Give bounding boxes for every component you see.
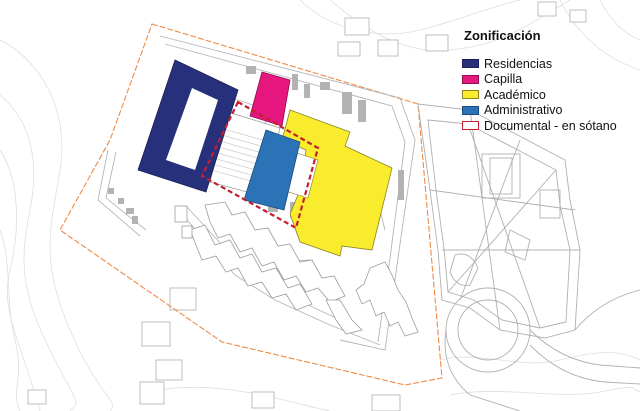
- legend-item-administrativo: Administrativo: [462, 103, 637, 119]
- legend-item-documental: Documental - en sótano: [462, 118, 637, 134]
- road-roundabout: [444, 287, 640, 411]
- legend-label: Documental - en sótano: [484, 118, 617, 133]
- zone-administrativo: [243, 129, 301, 211]
- legend-swatch-documental: [462, 121, 479, 131]
- legend-swatch-administrativo: [462, 105, 479, 115]
- legend-label: Académico: [484, 87, 546, 102]
- zoning-legend: Zonificación Residencias Capilla Académi…: [462, 28, 637, 134]
- legend-label: Capilla: [484, 72, 523, 87]
- site-boundary: [59, 23, 443, 386]
- zone-capilla: [249, 71, 291, 127]
- legend-swatch-academico: [462, 90, 479, 100]
- legend-title: Zonificación: [464, 28, 541, 43]
- terraced-wings: [174, 201, 419, 337]
- legend-swatch-residencias: [462, 59, 479, 69]
- legend-item-residencias: Residencias: [462, 56, 637, 72]
- zone-residencias: [137, 59, 239, 193]
- neighbor-buildings: [27, 1, 587, 411]
- legend-label: Residencias: [484, 56, 553, 71]
- zone-academico: [281, 109, 393, 257]
- legend-swatch-capilla: [462, 74, 479, 84]
- legend-label: Administrativo: [484, 103, 563, 118]
- neighbor-compound: [417, 103, 581, 339]
- legend-item-academico: Académico: [462, 87, 637, 103]
- legend-item-capilla: Capilla: [462, 72, 637, 88]
